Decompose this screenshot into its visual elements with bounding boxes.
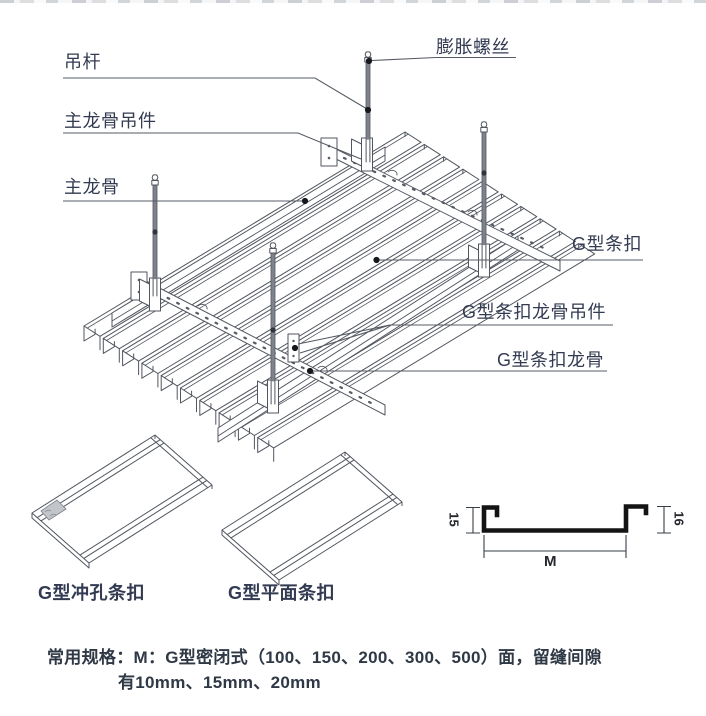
dimension-16: 16	[671, 511, 687, 526]
g-profile-outline	[481, 504, 649, 533]
spec-line-2: 有10mm、15mm、20mm	[118, 673, 321, 692]
leader-g-strip-keel-hanger	[297, 324, 613, 354]
spec-line-1: 常用规格：M：G型密闭式（100、150、200、300、500）面，留缝间隙	[47, 648, 602, 667]
leader-lines	[63, 56, 643, 372]
label-g-strip-keel-hanger: G型条扣龙骨吊件	[462, 302, 607, 322]
section-profile	[466, 504, 671, 558]
leader-expansion-screw	[371, 56, 516, 62]
tray-flat	[221, 451, 403, 586]
dimension-15: 15	[446, 512, 462, 527]
label-main-keel-hanger: 主龙骨吊件	[64, 111, 157, 131]
isometric-assembly-drawing	[83, 51, 596, 462]
hanger-rod-3	[151, 174, 159, 297]
perforation-patch	[40, 499, 67, 521]
dimension-lines	[466, 505, 671, 558]
label-tray-perforated: G型冲孔条扣	[38, 583, 146, 603]
leader-main-keel-hanger	[63, 132, 362, 160]
label-hanger-rod: 吊杆	[64, 52, 101, 72]
label-main-keel: 主龙骨	[64, 177, 120, 197]
label-tray-flat: G型平面条扣	[228, 583, 336, 603]
label-g-strip: G型条扣	[572, 234, 643, 254]
label-expansion-screw: 膨胀螺丝	[436, 37, 510, 57]
callout-dots	[291, 57, 380, 375]
spec-text: 常用规格：M：G型密闭式（100、150、200、300、500）面，留缝间隙 …	[47, 645, 695, 695]
leader-hanger-rod	[63, 77, 368, 110]
tray-perforated	[31, 434, 213, 569]
cropped-text-remnant	[0, 0, 706, 3]
hanger-rod-4	[269, 242, 277, 405]
hanger-rod-2	[480, 121, 488, 269]
dimension-m: M	[544, 553, 557, 570]
label-g-strip-keel: G型条扣龙骨	[497, 350, 605, 370]
